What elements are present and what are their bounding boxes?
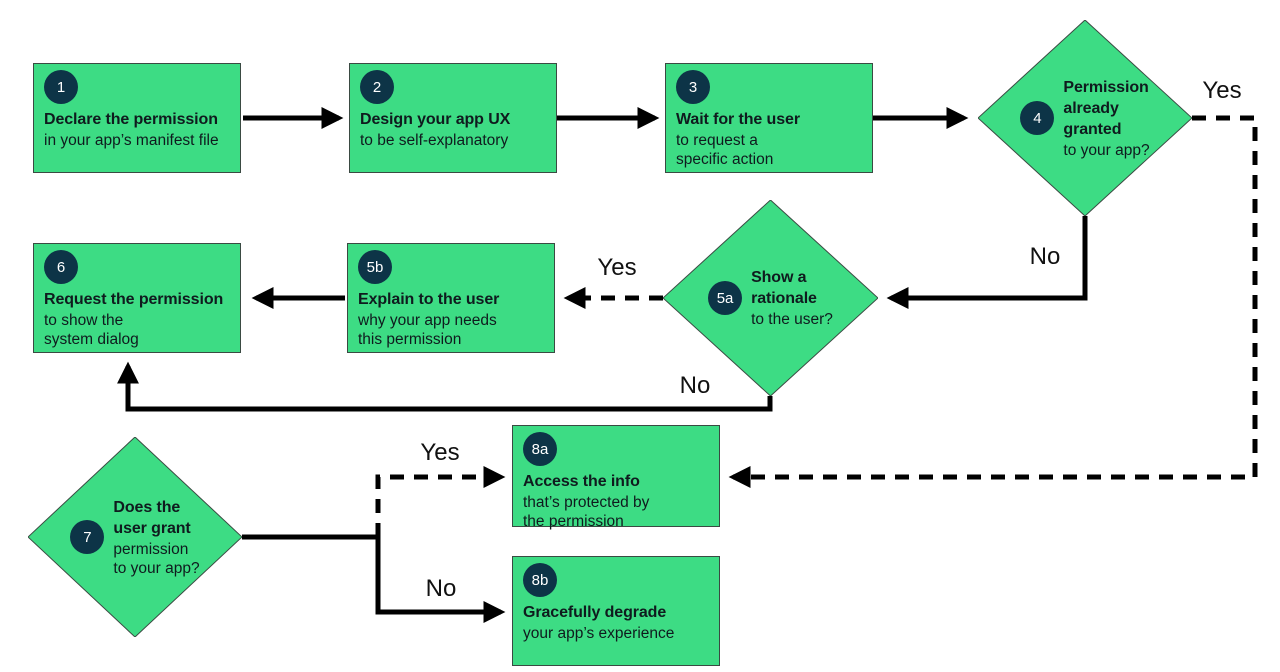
step-1-badge: 1 xyxy=(44,70,78,104)
step-8b-badge: 8b xyxy=(523,563,557,597)
decision-7-subtext: permission to your app? xyxy=(113,540,200,577)
decision-5a-title: Show a rationale xyxy=(751,269,817,307)
step-1-subtext: in your app’s manifest file xyxy=(44,132,219,149)
step-8b-gracefully-degrade: 8b Gracefully degrade your app’s experie… xyxy=(512,556,720,666)
step-6-subtext: to show the system dialog xyxy=(44,312,139,348)
step-3-wait-for-user: 3 Wait for the user to request a specifi… xyxy=(665,63,873,173)
step-6-request-permission: 6 Request the permission to show the sys… xyxy=(33,243,241,353)
edge-label-decision7-yes: Yes xyxy=(420,439,460,466)
decision-4-title: Permission already granted xyxy=(1063,78,1149,138)
step-8a-title: Access the info xyxy=(523,473,640,490)
decision-4-permission-granted: 4 Permission already granted to your app… xyxy=(978,20,1192,216)
edge-label-decision7-no: No xyxy=(425,575,457,602)
decision-5a-text: Show a rationale to the user? xyxy=(751,267,833,329)
step-2-title: Design your app UX xyxy=(360,111,511,128)
arrow-decision7-no-to-step8b xyxy=(375,537,506,624)
step-5b-subtext: why your app needs this permission xyxy=(358,312,497,348)
diamond-shape xyxy=(28,437,242,637)
edge-label-decision4-no: No xyxy=(1029,243,1061,270)
step-8a-badge: 8a xyxy=(523,432,557,466)
diamond-shape xyxy=(978,20,1192,216)
arrow-decision7-yes-to-step8a xyxy=(375,465,506,537)
decision-7-badge: 7 xyxy=(70,520,105,554)
decision-5a-subtext: to the user? xyxy=(751,311,833,328)
step-3-subtext: to request a specific action xyxy=(676,132,774,168)
step-8a-access-info: 8a Access the info that’s protected by t… xyxy=(512,425,720,530)
edge-label-decision5a-yes: Yes xyxy=(597,254,637,281)
step-2-design-ux: 2 Design your app UX to be self-explanat… xyxy=(349,63,557,173)
step-1-title: Declare the permission xyxy=(44,111,218,128)
arrow-decision4-no-to-decision5a xyxy=(886,216,1088,310)
step-6-title: Request the permission xyxy=(44,291,224,308)
step-3-badge: 3 xyxy=(676,70,710,104)
step-8b-subtext: your app’s experience xyxy=(523,625,675,642)
step-8b-title: Gracefully degrade xyxy=(523,604,667,621)
arrow-decision5a-no-to-step6 xyxy=(116,361,773,412)
decision-4-badge: 4 xyxy=(1020,101,1055,135)
step-1-declare-permission: 1 Declare the permission in your app’s m… xyxy=(33,63,241,173)
decision-5a-show-rationale: 5a Show a rationale to the user? xyxy=(663,200,878,396)
step-5b-title: Explain to the user xyxy=(358,291,500,308)
decision-4-text: Permission already granted to your app? xyxy=(1063,77,1149,160)
decision-7-text: Does the user grant permission to your a… xyxy=(113,497,199,578)
decision-4-subtext: to your app? xyxy=(1063,141,1150,159)
step-8a-subtext: that’s protected by the permission xyxy=(523,494,650,530)
decision-7-title: Does the user grant xyxy=(113,498,191,537)
step-2-subtext: to be self-explanatory xyxy=(360,132,509,149)
edge-label-decision5a-no: No xyxy=(679,372,711,399)
step-5b-badge: 5b xyxy=(358,250,392,284)
edge-label-decision4-yes: Yes xyxy=(1202,77,1242,104)
decision-5a-badge: 5a xyxy=(708,281,743,315)
step-2-badge: 2 xyxy=(360,70,394,104)
decision-7-user-grants: 7 Does the user grant permission to your… xyxy=(28,437,242,637)
step-3-title: Wait for the user xyxy=(676,111,800,128)
step-5b-explain-to-user: 5b Explain to the user why your app need… xyxy=(347,243,555,353)
arrow-decision4-yes-to-step8a xyxy=(728,115,1258,489)
diamond-shape xyxy=(663,200,878,396)
step-6-badge: 6 xyxy=(44,250,78,284)
